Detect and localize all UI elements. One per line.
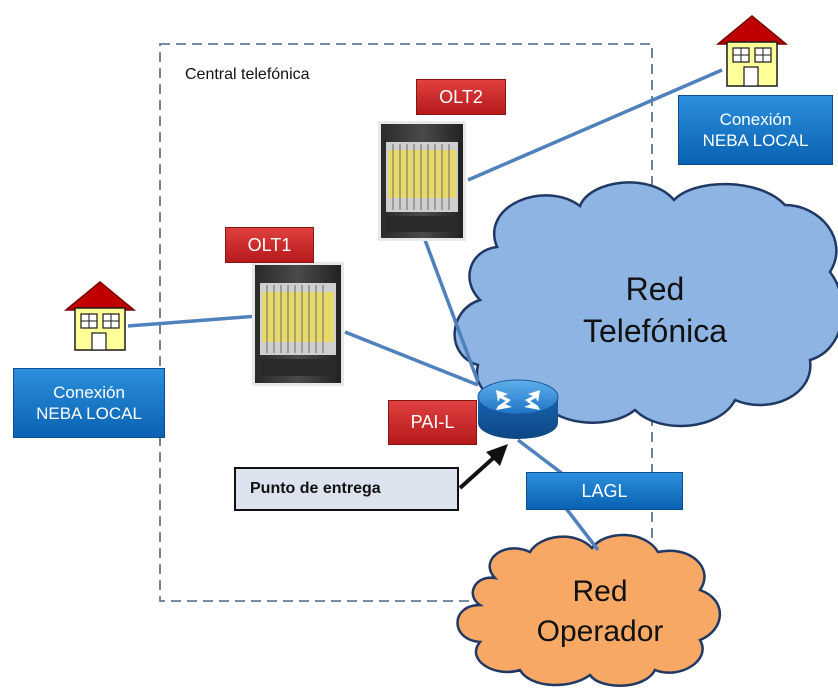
- punto-entrega-box: Punto de entrega: [234, 467, 459, 511]
- link-olt1-router: [344, 330, 479, 387]
- pai-label: PAI-L: [388, 400, 477, 445]
- conexion-right-line2: NEBA LOCAL: [702, 131, 809, 150]
- olt2-label: OLT2: [416, 79, 506, 115]
- conexion-left-line1: Conexión: [53, 383, 125, 402]
- lagl-label: LAGL: [526, 472, 683, 510]
- house-right-icon: [715, 15, 789, 87]
- link-router-lagl: [516, 438, 570, 480]
- olt1-label: OLT1: [225, 227, 314, 263]
- conexion-left-line2: NEBA LOCAL: [36, 404, 142, 423]
- conexion-right-line1: Conexión: [719, 110, 792, 129]
- red-telefonica-line1: Red: [625, 271, 685, 307]
- link-olt2-router: [423, 239, 480, 383]
- red-operador-label: Red Operador: [520, 572, 680, 652]
- central-label: Central telefónica: [185, 66, 310, 83]
- olt2-device: [378, 121, 466, 241]
- link-house-left-olt1: [127, 314, 259, 328]
- red-telefonica-label: Red Telefónica: [565, 268, 745, 352]
- router-icon: [477, 379, 559, 439]
- link-lagl-operador: [563, 505, 600, 552]
- punto-entrega-arrow: [458, 444, 508, 490]
- olt1-device: [252, 262, 344, 386]
- punto-entrega-label: Punto de entrega: [250, 480, 381, 497]
- link-olt2-house-right: [467, 68, 723, 182]
- conexion-neba-left: Conexión NEBA LOCAL: [13, 368, 165, 438]
- conexion-neba-right: Conexión NEBA LOCAL: [678, 95, 833, 165]
- red-operador-cloud: [456, 533, 722, 687]
- red-telefonica-cloud: [453, 181, 838, 428]
- red-operador-line2: Operador: [536, 615, 664, 648]
- red-telefonica-line2: Telefónica: [582, 313, 728, 349]
- house-left-icon: [63, 281, 137, 351]
- red-operador-line1: Red: [572, 575, 628, 608]
